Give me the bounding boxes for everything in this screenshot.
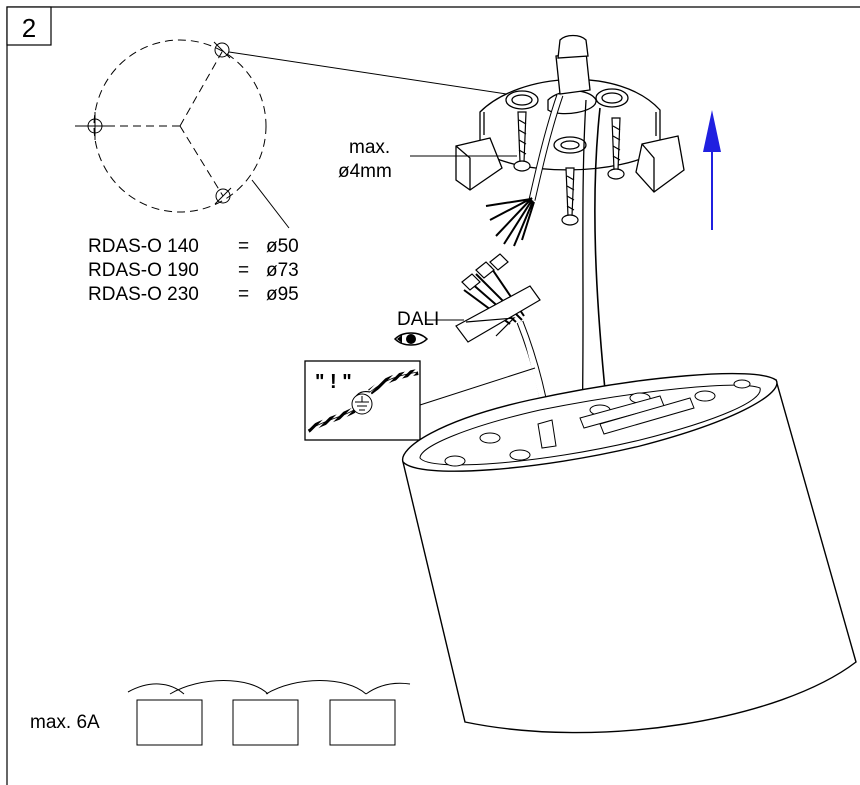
size-eq-3: =	[238, 284, 249, 305]
luminaire-inner-details	[444, 379, 751, 467]
step-number: 2	[22, 13, 36, 43]
dali-label: DALI	[397, 309, 439, 330]
size-eq-2: =	[238, 260, 249, 281]
size-model-3: RDAS-O 230	[88, 284, 199, 305]
size-eq-1: =	[238, 236, 249, 257]
size-diameter-1: ø50	[266, 236, 299, 257]
mounting-hole-pattern	[75, 39, 521, 229]
screw-spec-line1: max.	[349, 137, 390, 158]
eye-icon	[393, 332, 429, 346]
size-model-2: RDAS-O 190	[88, 260, 199, 281]
size-model-1: RDAS-O 140	[88, 236, 199, 257]
supply-cable	[485, 93, 607, 431]
step-number-box	[6, 6, 52, 46]
fuse-blocks	[127, 680, 411, 746]
ground-icon	[351, 393, 373, 415]
size-diameter-3: ø95	[266, 284, 299, 305]
luminaire-body	[401, 372, 857, 734]
warning-text: " ! "	[315, 371, 352, 393]
screws	[513, 111, 625, 226]
warning-leader	[419, 367, 536, 406]
size-diameter-2: ø73	[266, 260, 299, 281]
hole-size-list: RDAS-O 140 = ø50 RDAS-O 190 = ø73 RDAS-O…	[88, 236, 299, 305]
screw-spec-line2: ø4mm	[338, 161, 392, 182]
fuse-label: max. 6A	[30, 712, 100, 733]
up-arrow-icon	[703, 110, 721, 230]
